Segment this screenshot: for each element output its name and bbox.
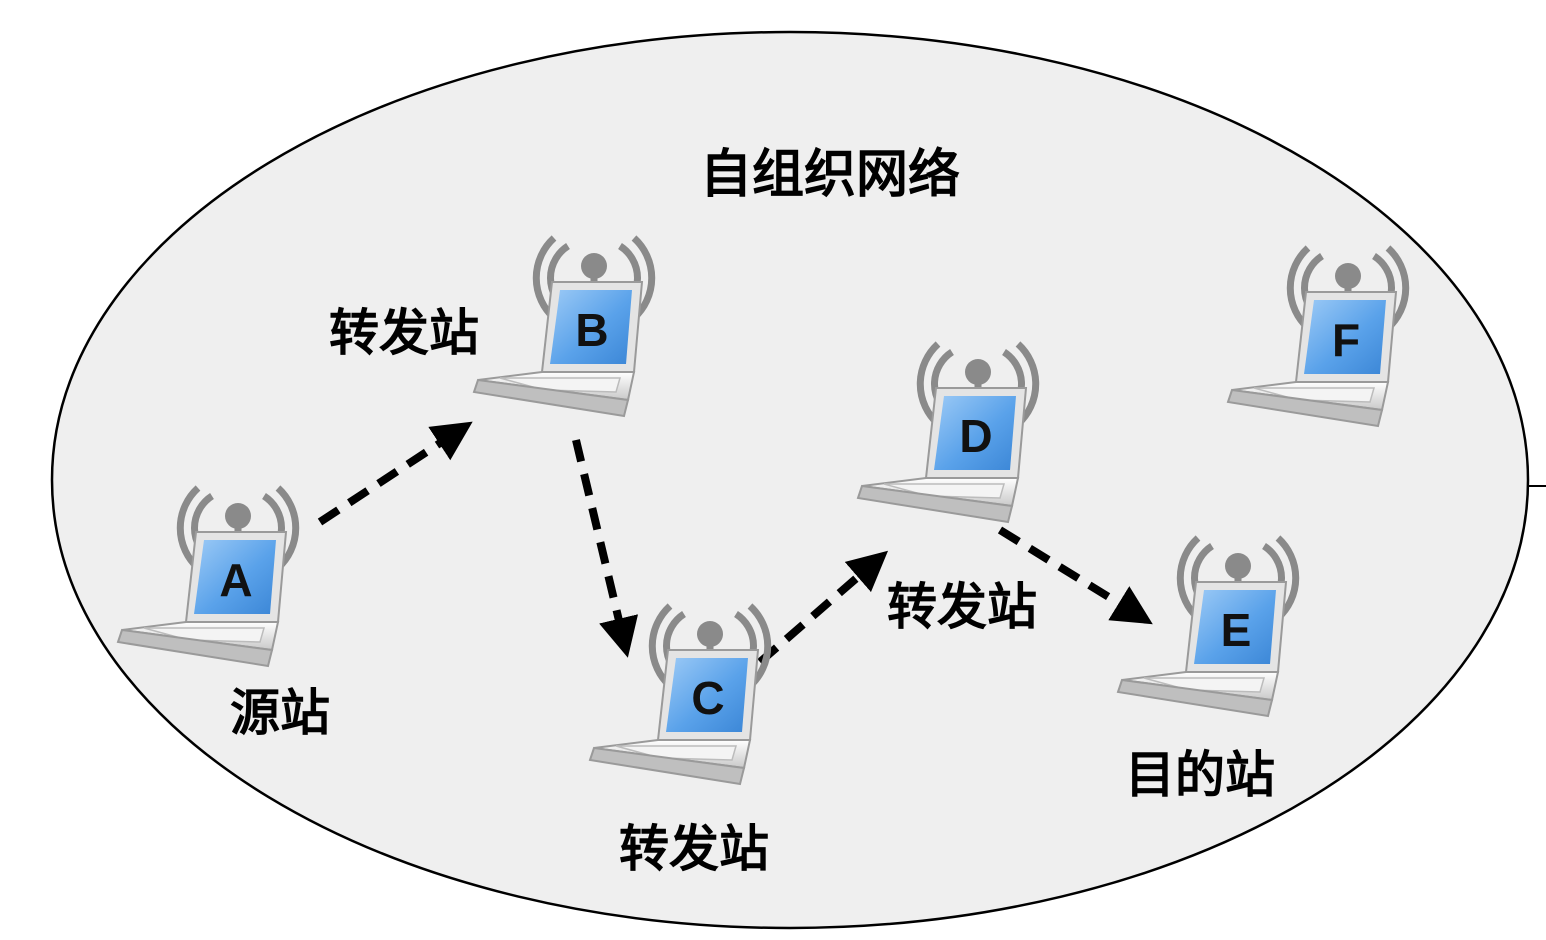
- node-c: C: [588, 603, 772, 786]
- edge-c-to-d: [757, 550, 889, 666]
- node-e-label: E: [1221, 604, 1252, 656]
- node-f-label: F: [1332, 314, 1360, 366]
- node-d-label: D: [959, 410, 992, 462]
- wireless-laptop-icon: [588, 603, 772, 786]
- node-d: D: [856, 341, 1040, 524]
- node-f: F: [1226, 245, 1410, 428]
- node-d-role-caption: 转发站: [887, 578, 1037, 636]
- node-c-label: C: [691, 672, 724, 724]
- node-b-label: B: [575, 304, 608, 356]
- edge-d-to-e: [997, 526, 1153, 625]
- node-e: E: [1116, 535, 1300, 718]
- network-title: 自组织网络: [700, 145, 960, 205]
- node-a: A: [116, 485, 300, 668]
- network-region: [50, 30, 1530, 930]
- wireless-laptop-icon: [1226, 245, 1410, 428]
- wireless-laptop-icon: [1116, 535, 1300, 718]
- node-b: B: [472, 235, 656, 418]
- node-a-role-caption: 源站: [230, 684, 330, 742]
- wireless-laptop-icon: [472, 235, 656, 418]
- node-e-role-caption: 目的站: [1125, 746, 1275, 804]
- node-c-role-caption: 转发站: [619, 820, 769, 878]
- wireless-laptop-icon: [116, 485, 300, 668]
- node-b-role-caption: 转发站: [329, 304, 479, 362]
- wireless-laptop-icon: [856, 341, 1040, 524]
- edge-a-to-b: [317, 421, 473, 526]
- edge-b-to-c: [572, 439, 639, 658]
- node-a-label: A: [219, 554, 252, 606]
